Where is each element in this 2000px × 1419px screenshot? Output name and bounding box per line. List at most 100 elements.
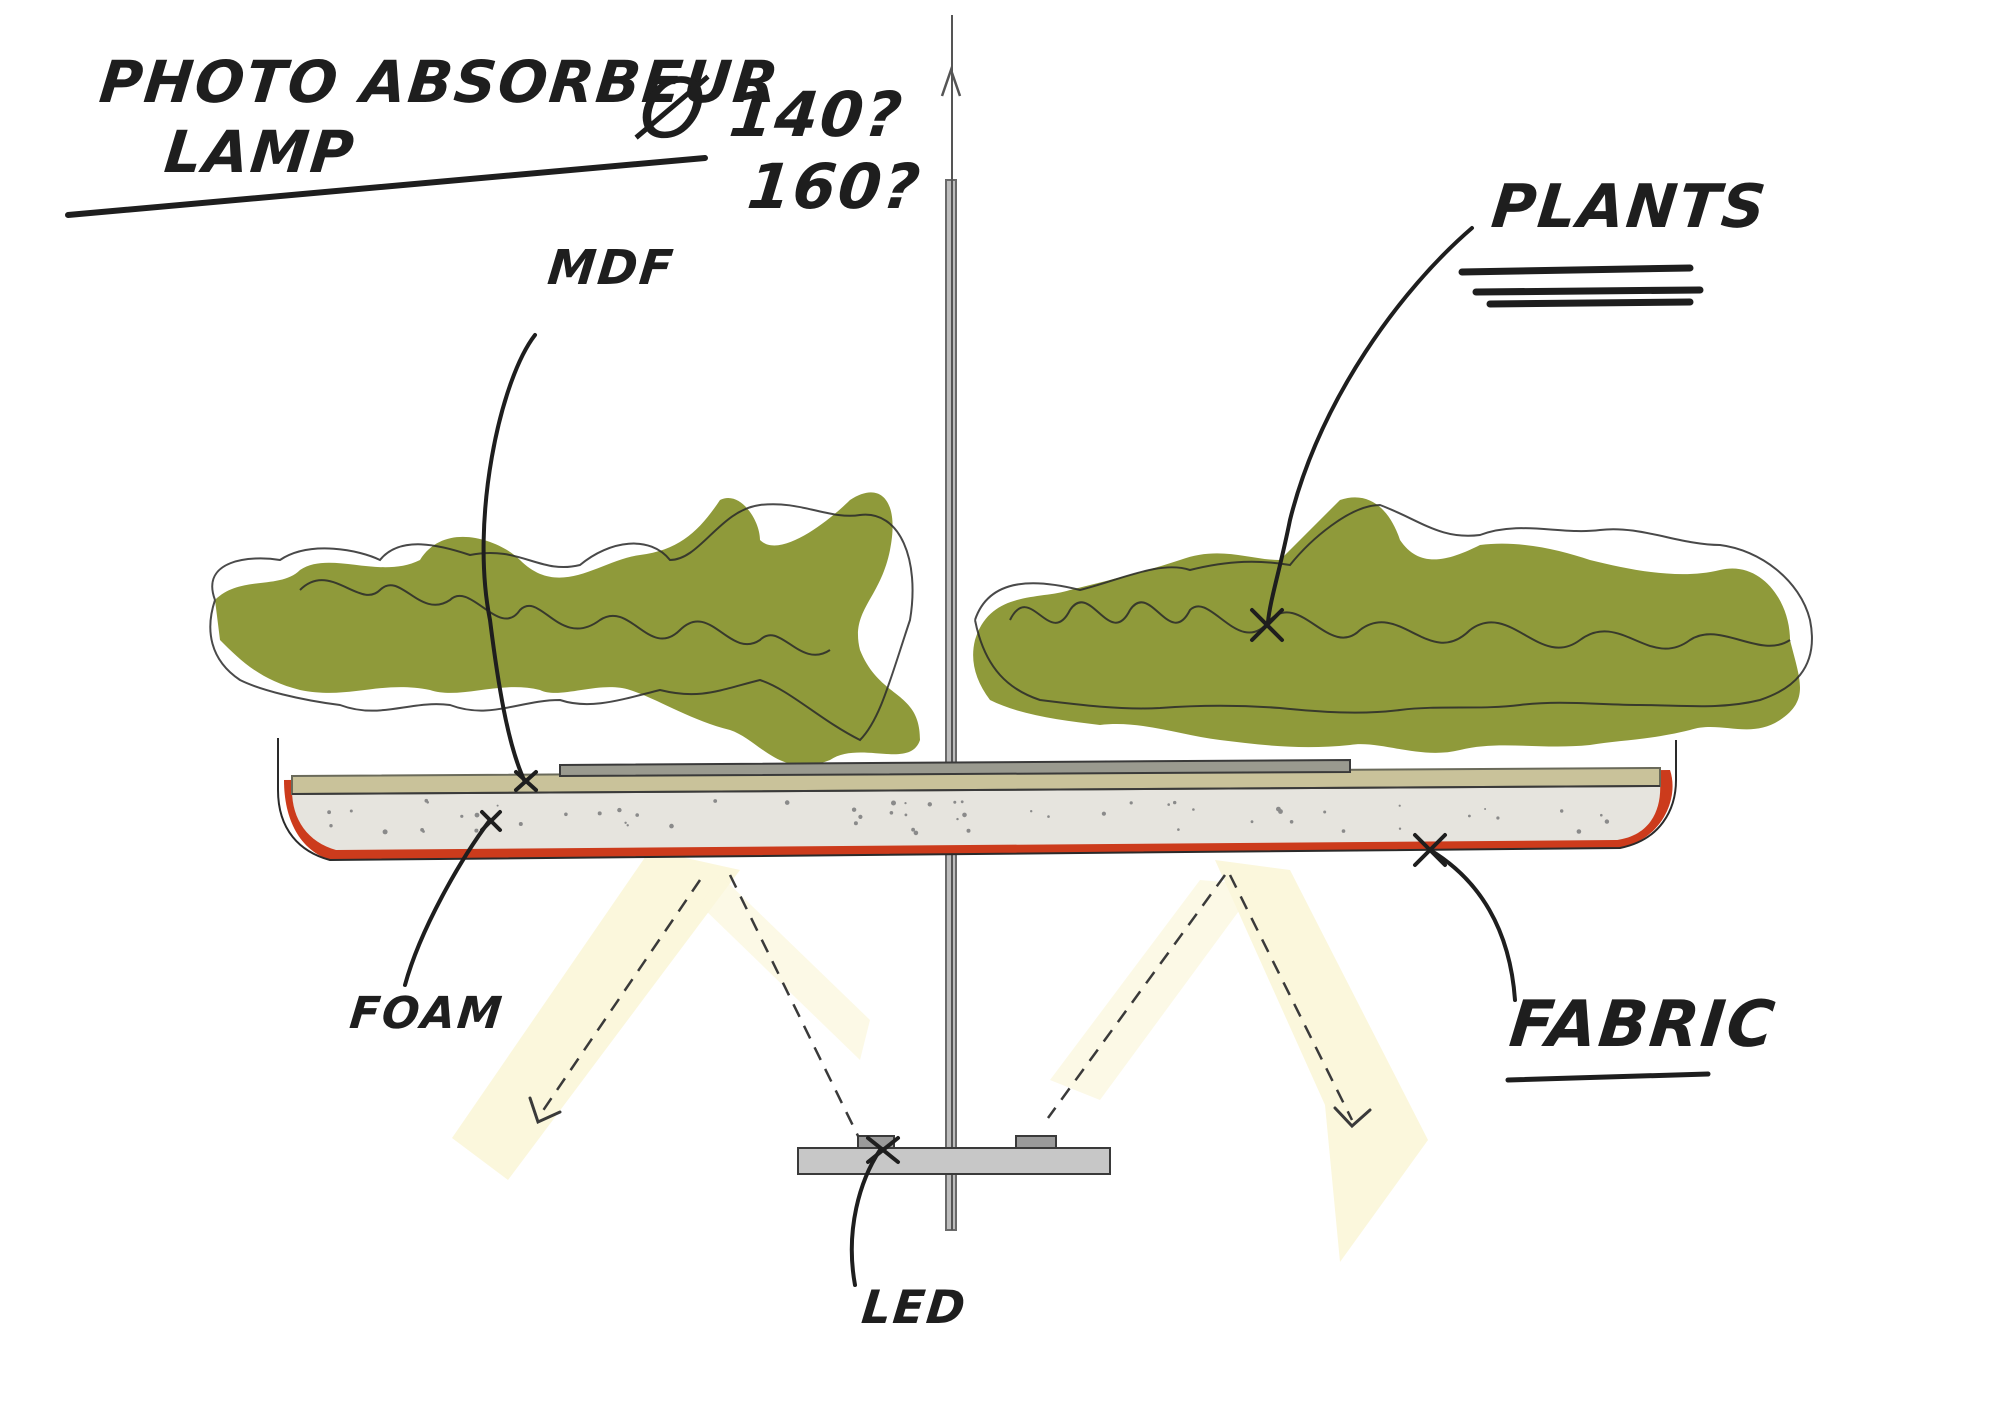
foam-dot: [496, 804, 499, 807]
foam-dot: [1341, 829, 1346, 833]
foam-dot: [1398, 827, 1402, 830]
marker-mdf: [514, 770, 538, 792]
dimension-option-2: 160?: [744, 150, 926, 223]
foam-dot: [1192, 808, 1195, 811]
marker-plants: [1250, 608, 1284, 642]
foam-dot: [1323, 810, 1327, 814]
label-foam: FOAM: [347, 988, 506, 1039]
foam-dot: [889, 811, 894, 815]
light-rays: [538, 874, 1354, 1141]
foam-dot: [1250, 820, 1254, 824]
leader-fabric: [1428, 848, 1517, 1002]
foam-dot: [911, 827, 915, 832]
foam-dot: [617, 807, 622, 813]
ray-arrowhead-1: [528, 1096, 562, 1125]
foam-dot: [1576, 829, 1582, 834]
foam-dot: [858, 814, 863, 820]
foam-dot: [956, 817, 959, 821]
dimension-option-1: 140?: [726, 78, 908, 151]
foam-dot: [597, 811, 602, 816]
foam-dot: [422, 830, 425, 833]
foam-dot: [913, 830, 919, 836]
scribble-outline-left: [209, 503, 914, 742]
foam-dot: [474, 828, 479, 833]
foam-dot: [518, 822, 523, 826]
plants-underline: [1458, 264, 1694, 276]
foam-dot: [1468, 814, 1471, 818]
foam-dot: [1047, 815, 1050, 818]
scribble-outline-right: [974, 503, 1813, 714]
foam-dot: [624, 821, 627, 824]
foam-dot: [1604, 819, 1610, 824]
marker-led: [866, 1136, 900, 1164]
light-ray-2: [728, 874, 862, 1141]
foam-dot: [927, 802, 932, 807]
foam-dot: [635, 813, 639, 817]
leader-markers: [480, 608, 1447, 1164]
light-beam-right: [1215, 860, 1428, 1262]
led-chip-right: [1015, 1135, 1057, 1149]
foam-dot: [713, 799, 718, 803]
leader-plants: [1266, 226, 1474, 624]
foam-dot: [329, 824, 333, 828]
label-led: LED: [859, 1280, 970, 1334]
foam-layer: [292, 782, 1661, 850]
foam-dot: [1177, 828, 1180, 831]
light-beam-left-lower: [700, 875, 870, 1060]
foam-top-line: [291, 785, 1661, 795]
marker-fabric: [1413, 833, 1447, 867]
leader-led: [849, 1148, 882, 1287]
diameter-symbol: Ø: [635, 62, 712, 157]
light-beam-right-inner: [1050, 880, 1258, 1100]
foam-dot: [1398, 804, 1401, 807]
leader-mdf: [481, 333, 537, 784]
foam-dot: [953, 800, 957, 804]
foam-dot: [426, 801, 430, 804]
lamp-outline: [277, 738, 1677, 862]
foam-dot: [960, 800, 964, 804]
foam-dot: [851, 807, 857, 812]
foam-dot: [1484, 808, 1487, 810]
foliage-scribbles: [209, 503, 1813, 742]
foam-dot: [1101, 811, 1106, 816]
ray-arrowhead-2: [1333, 1106, 1372, 1129]
foam-dot: [1289, 820, 1294, 824]
foam-dot: [349, 809, 353, 813]
foam-dot: [460, 814, 464, 818]
foam-dot: [891, 800, 896, 806]
light-beam-left: [452, 850, 740, 1180]
underlines: [65, 155, 1711, 1083]
scribble-loop-left: [299, 579, 831, 656]
foam-dot: [669, 823, 674, 829]
foam-dot: [1496, 816, 1500, 820]
title-line-2: LAMP: [161, 118, 359, 186]
foam-dot: [382, 829, 388, 835]
foliage-left: [215, 492, 920, 766]
foam-dot: [1030, 810, 1033, 813]
foam-dot: [626, 824, 629, 827]
label-fabric: FABRIC: [1506, 988, 1780, 1062]
foam-dot: [1167, 803, 1170, 806]
lamp-body: [277, 738, 1677, 862]
foam-dot: [1600, 813, 1603, 817]
foliage-right: [973, 497, 1800, 753]
foam-dot: [327, 810, 331, 815]
foam-dot: [474, 812, 480, 818]
foam-dot: [1560, 809, 1564, 813]
light-beams: [452, 850, 1428, 1262]
light-ray-3: [1046, 874, 1227, 1119]
foam-dot: [904, 802, 907, 805]
foam-dot: [853, 821, 858, 826]
label-plants: PLANTS: [1488, 172, 1771, 242]
foam-dot: [564, 812, 568, 817]
scribble-loop-right: [1009, 601, 1791, 650]
led-bar: [797, 1147, 1111, 1175]
plant-tray: [559, 758, 1351, 778]
foam-dot: [1129, 801, 1133, 805]
label-mdf: MDF: [545, 240, 678, 296]
marker-foam: [480, 810, 502, 832]
axis-arrowhead: [940, 66, 962, 97]
foam-dot: [1173, 800, 1177, 805]
light-ray-4: [1228, 874, 1354, 1121]
